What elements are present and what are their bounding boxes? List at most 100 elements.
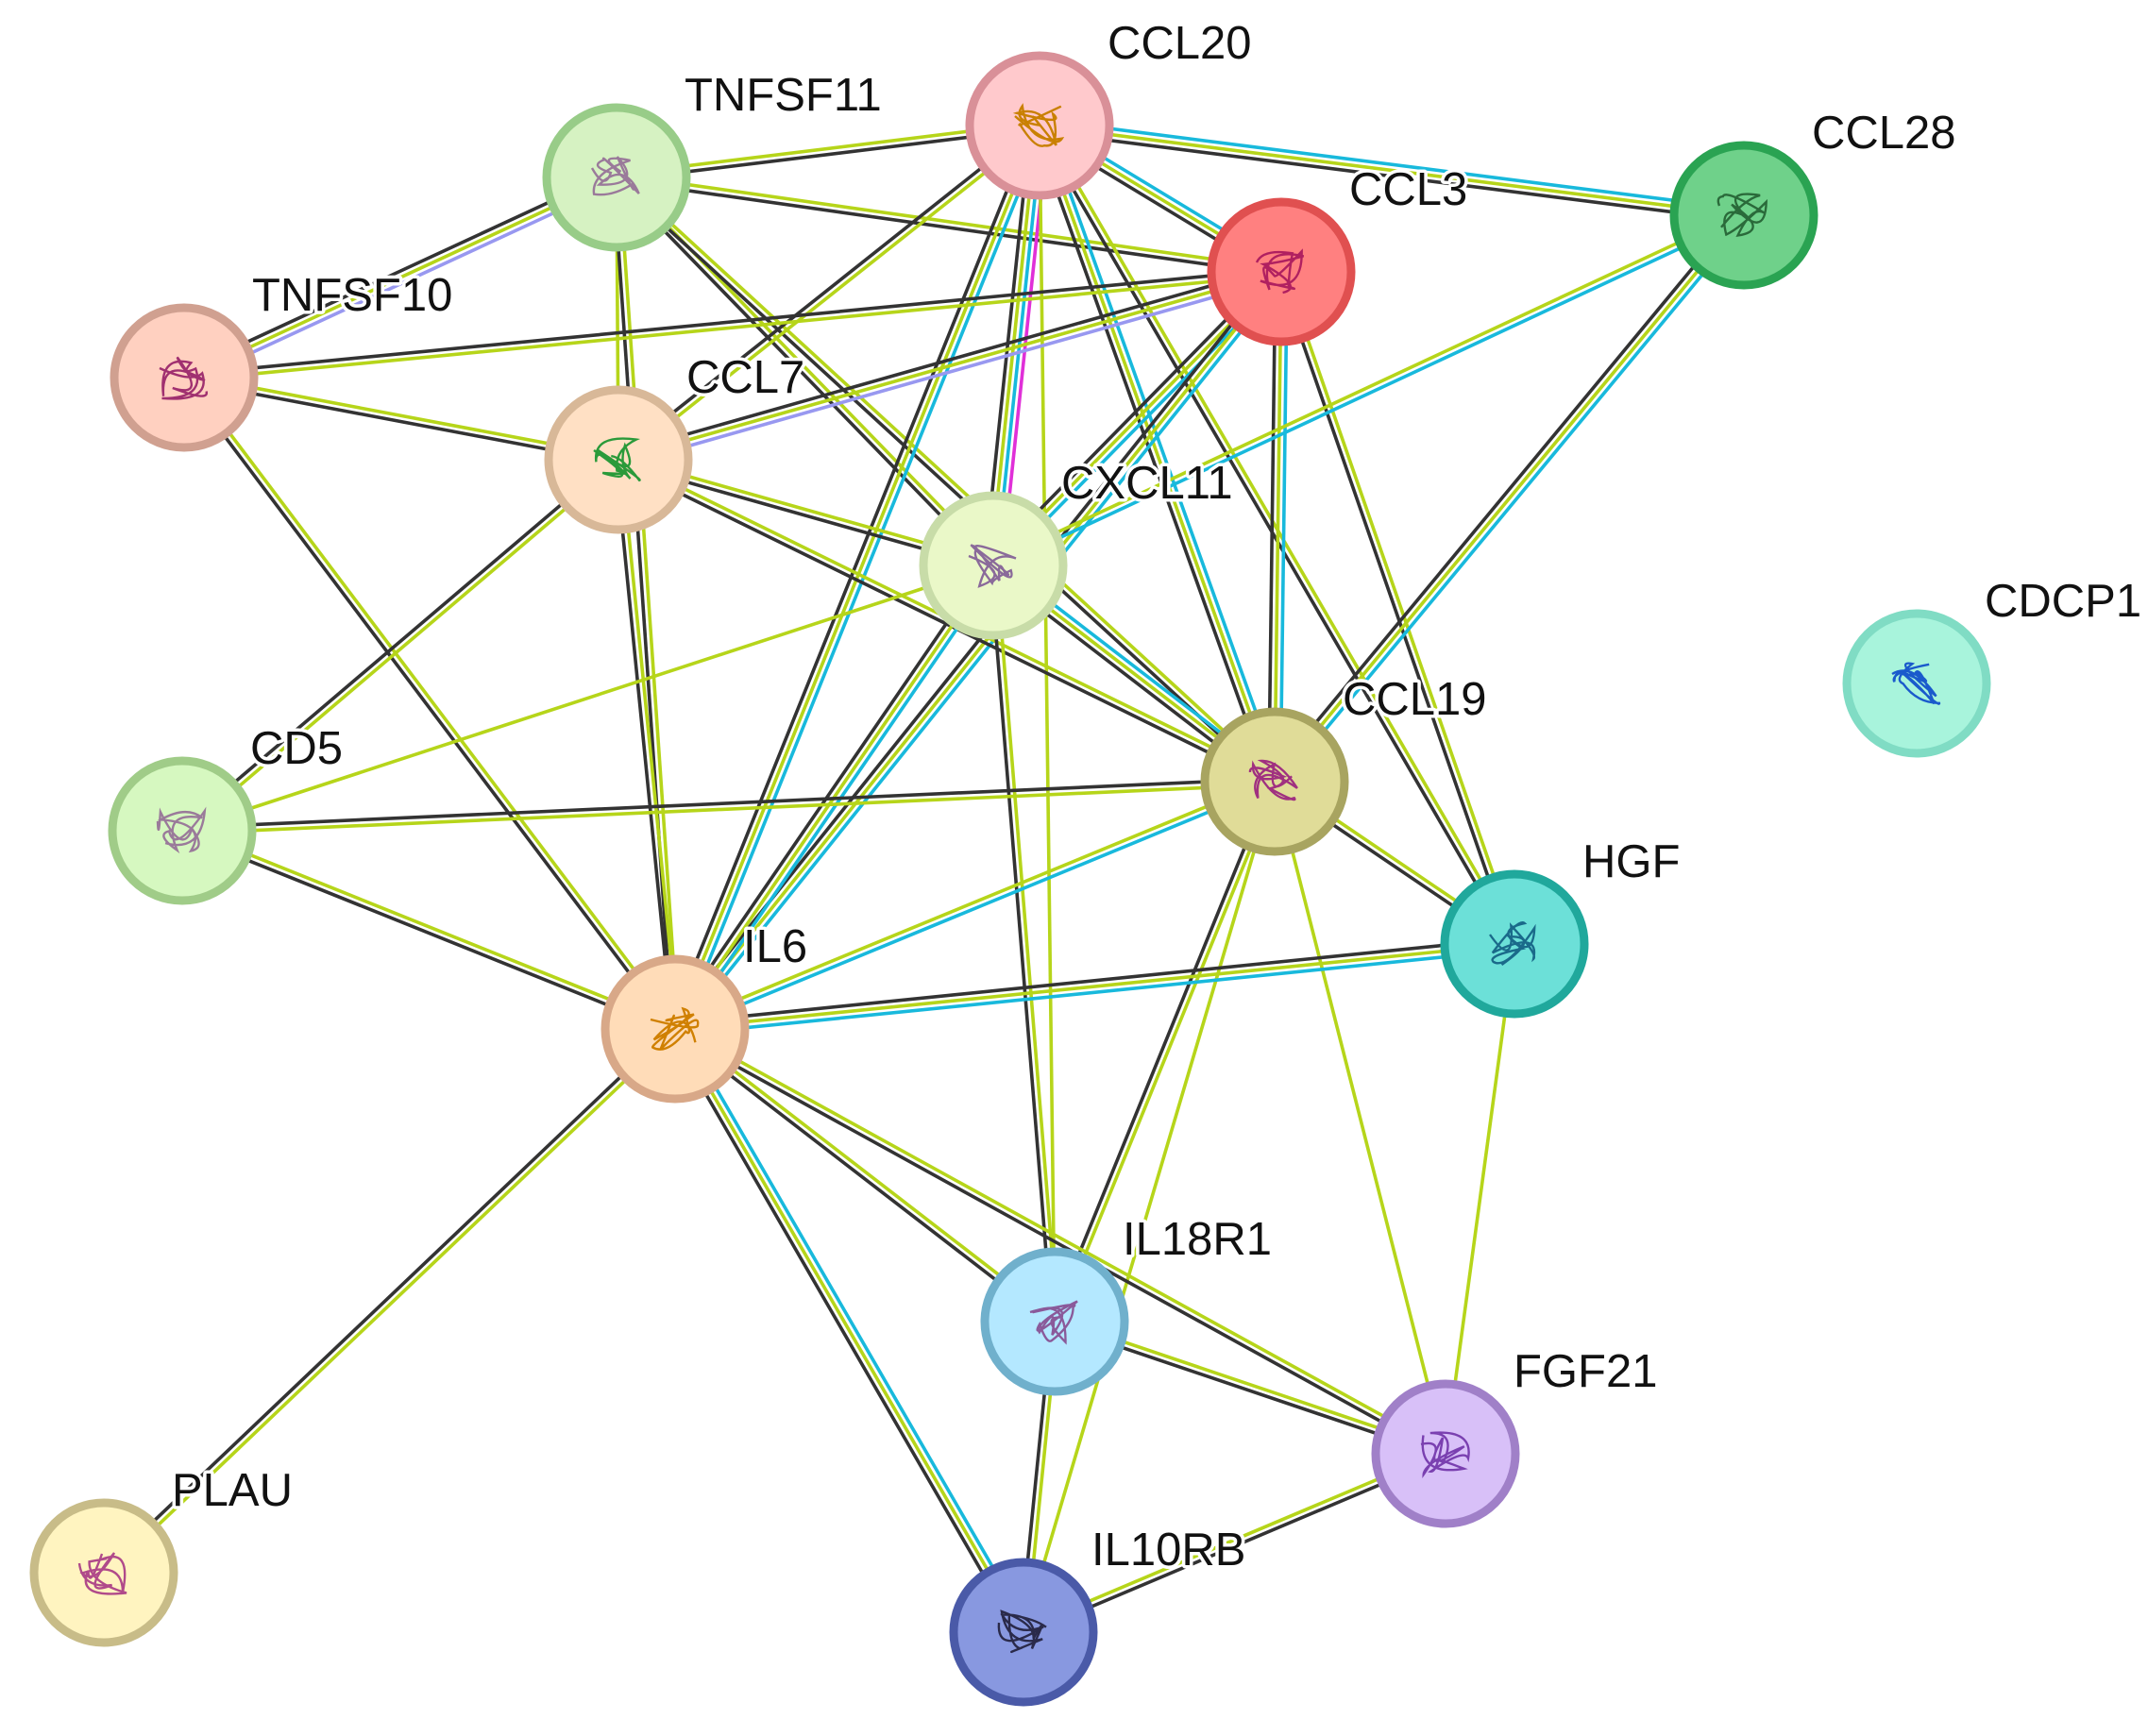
edge-ccl7-il6[interactable] [614, 459, 680, 1030]
edge-ccl3-ccl7[interactable] [616, 264, 1284, 467]
edge-ccl20-ccl7[interactable] [615, 122, 1043, 463]
node-circle [108, 756, 257, 905]
edge-stripe-coexpression [1268, 210, 1741, 780]
edge-stripe-coexpression [672, 1030, 1055, 1325]
edge-stripe-textmining [618, 126, 1043, 463]
edge-ccl19-il18r1[interactable] [1050, 780, 1279, 1323]
protein-structure-icon [159, 356, 208, 400]
node-label: IL6 [743, 921, 807, 972]
edge-stripe-textmining [994, 565, 1059, 1322]
protein-structure-icon [1029, 1300, 1078, 1345]
node-il6[interactable]: IL6 [600, 919, 811, 1104]
node-cd5[interactable]: CD5 [108, 720, 347, 905]
node-ccl19[interactable]: CCL19 [1200, 671, 1490, 856]
protein-structure-icon [1489, 921, 1536, 966]
node-ccl3[interactable]: CCL3 [1207, 161, 1471, 346]
edge-stripe-textmining [1273, 781, 1447, 1455]
edge-stripe-database [678, 567, 1000, 1034]
edge-stripe-textmining [185, 375, 679, 1029]
edge-stripe-textmining [182, 783, 1276, 835]
edge-stripe-textmining [1039, 124, 1745, 217]
protein-structure-icon [1255, 248, 1304, 295]
edge-tnfsf11-tnfsf10[interactable] [180, 170, 620, 385]
protein-structure-icon [593, 437, 641, 482]
edge-stripe-coexpression [613, 177, 1275, 785]
edge-stripe-coexpression [183, 267, 1281, 377]
node-il10rb[interactable]: IL10RB [949, 1522, 1249, 1707]
edge-stripe-coexpression [1267, 271, 1277, 782]
edge-ccl19-il6[interactable] [673, 777, 1277, 1034]
edge-stripe-textmining [1273, 271, 1283, 783]
node-label: CDCP1 [1985, 576, 2141, 627]
edge-ccl28-ccl19[interactable] [1268, 210, 1751, 787]
edge-tnfsf11-ccl19[interactable] [613, 174, 1278, 785]
edge-stripe-database [1277, 217, 1751, 787]
edge-cxcl11-cd5[interactable] [181, 564, 994, 833]
edge-cxcl11-il18r1[interactable] [989, 565, 1059, 1323]
edge-stripe-textmining [182, 460, 622, 834]
edge-ccl19-fgf21[interactable] [1273, 781, 1447, 1455]
node-label: IL18R1 [1123, 1214, 1272, 1265]
edge-stripe-textmining [617, 177, 680, 1029]
protein-structure-icon [77, 1552, 127, 1595]
edge-ccl20-il6[interactable] [668, 123, 1047, 1032]
node-label: CCL7 [686, 352, 804, 403]
node-circle [29, 1498, 178, 1647]
edge-stripe-coexpression [180, 170, 616, 375]
edge-stripe-coexpression [1035, 126, 1514, 947]
edge-ccl20-ccl19[interactable] [1032, 123, 1282, 784]
node-cdcp1[interactable]: CDCP1 [1842, 573, 2145, 758]
edge-stripe-textmining [183, 176, 617, 379]
edge-stripe-coexpression [613, 177, 993, 569]
edge-ccl3-ccl19[interactable] [1267, 271, 1289, 783]
edge-stripe-homology [185, 180, 620, 385]
edge-il10rb-fgf21[interactable] [1022, 1449, 1447, 1637]
edge-il6-il10rb[interactable] [668, 1024, 1030, 1637]
edge-stripe-coexpression [100, 1025, 675, 1573]
node-ccl7[interactable]: CCL7 [544, 349, 808, 534]
node-plau[interactable]: PLAU [29, 1462, 296, 1647]
edge-stripe-coexpression [989, 565, 1054, 1323]
edge-stripe-database [675, 948, 1515, 1037]
node-fgf21[interactable]: FGF21 [1371, 1343, 1661, 1528]
edge-cd5-il6[interactable] [180, 826, 677, 1034]
edge-stripe-coexpression [615, 122, 1040, 459]
edge-stripe-coexpression [616, 264, 1280, 456]
node-il18r1[interactable]: IL18R1 [980, 1211, 1276, 1396]
node-ccl20[interactable]: CCL20 [965, 15, 1255, 200]
edge-hgf-fgf21[interactable] [1444, 943, 1516, 1455]
edge-ccl19-il10rb[interactable] [1022, 781, 1277, 1633]
edge-ccl3-tnfsf10[interactable] [183, 267, 1282, 382]
protein-structure-icon [1717, 193, 1767, 238]
edge-stripe-textmining [673, 777, 1275, 1028]
edge-ccl20-ccl28[interactable] [1038, 118, 1746, 223]
edge-ccl28-cxcl11[interactable] [990, 211, 1747, 570]
edge-stripe-textmining [181, 564, 994, 833]
node-label: CCL19 [1343, 674, 1487, 725]
edge-il6-il18r1[interactable] [672, 1025, 1057, 1325]
edge-stripe-coexpression [674, 936, 1514, 1025]
node-label: FGF21 [1514, 1346, 1657, 1397]
node-ccl28[interactable]: CCL28 [1669, 105, 1959, 290]
edge-ccl7-cd5[interactable] [178, 456, 622, 834]
node-label: PLAU [172, 1465, 293, 1516]
node-label: CCL28 [1812, 108, 1956, 159]
node-tnfsf11[interactable]: TNFSF11 [542, 67, 885, 252]
node-cxcl11[interactable]: CXCL11 [919, 455, 1236, 640]
edge-ccl19-cd5[interactable] [181, 777, 1276, 835]
edge-ccl3-hgf[interactable] [1277, 270, 1519, 946]
edge-stripe-textmining [1022, 781, 1277, 1633]
edge-hgf-il6[interactable] [674, 936, 1515, 1037]
node-hgf[interactable]: HGF [1440, 834, 1683, 1019]
edge-tnfsf11-il6[interactable] [612, 177, 680, 1030]
node-tnfsf10[interactable]: TNFSF10 [110, 267, 456, 452]
edge-il6-plau[interactable] [100, 1025, 679, 1576]
node-label: HGF [1582, 836, 1680, 887]
edge-stripe-database [993, 216, 1747, 570]
edge-tnfsf11-ccl3[interactable] [616, 173, 1282, 277]
edge-stripe-textmining [673, 125, 1041, 1030]
edge-il6-fgf21[interactable] [672, 1024, 1448, 1458]
edge-tnfsf10-il6[interactable] [180, 375, 679, 1032]
edge-ccl20-il18r1[interactable] [1038, 125, 1057, 1323]
